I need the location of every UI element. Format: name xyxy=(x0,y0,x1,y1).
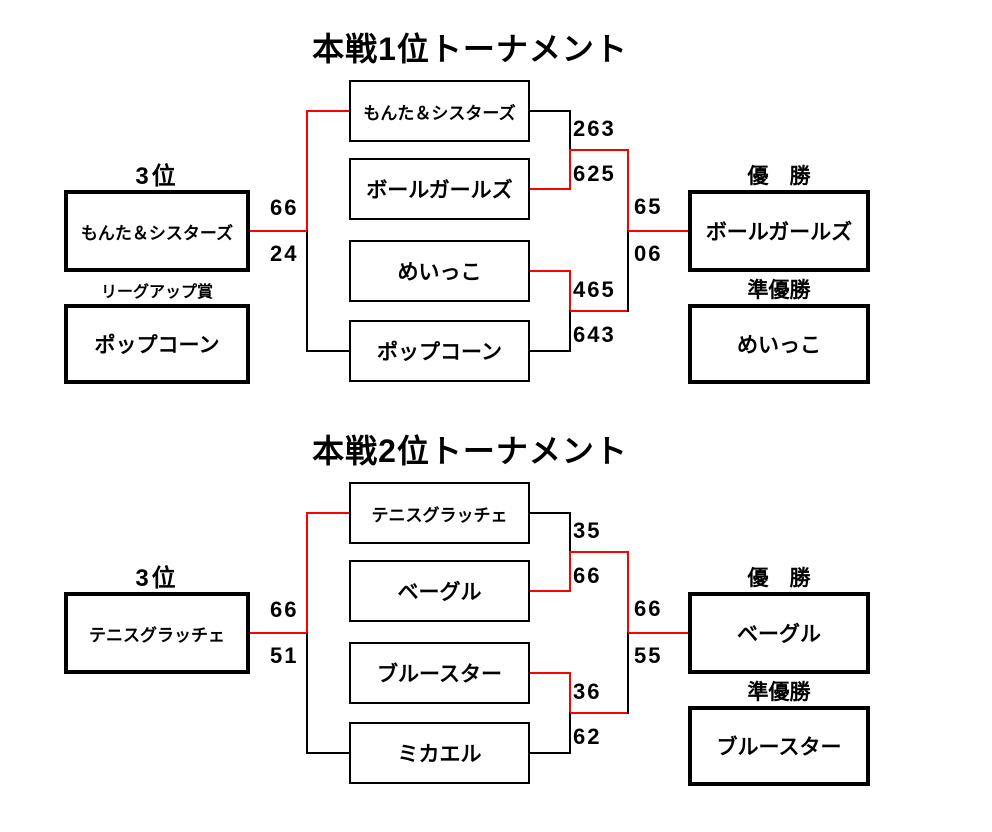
semifinal1-bottom-vertical xyxy=(569,551,571,592)
semifinal2-top-line xyxy=(530,270,570,272)
semifinal1-winner-line xyxy=(570,551,628,553)
third-place-line-bottom xyxy=(307,752,349,754)
third-place-line-vertical-winner xyxy=(306,512,308,634)
third-place-line-vertical-winner xyxy=(306,110,308,232)
semifinal1-score-top: 35 xyxy=(573,518,602,543)
entrant-box-1: もんた＆シスターズ xyxy=(349,80,530,142)
semifinal1-score-bottom: 66 xyxy=(573,563,602,588)
final-winner-line xyxy=(628,230,688,232)
semifinal1-top-vertical xyxy=(569,512,571,553)
semifinal2-winner-line xyxy=(570,310,628,312)
semifinal2-bottom-line xyxy=(530,350,570,352)
third-place-line-bottom xyxy=(307,350,349,352)
third-place-heading: 3位 xyxy=(135,163,179,190)
semifinal2-bottom-vertical xyxy=(569,310,571,352)
semifinal1-top-line xyxy=(530,110,570,112)
third-place-winner-line xyxy=(250,632,307,634)
final-score-top: 66 xyxy=(634,596,663,621)
third-place-line-top xyxy=(307,512,349,514)
league-up-label: リーグアップ賞 xyxy=(100,284,213,301)
third-place-heading: 3位 xyxy=(135,565,179,592)
semifinal2-score-bottom: 643 xyxy=(573,322,616,347)
semifinal2-bottom-vertical xyxy=(569,712,571,754)
champion-box: ボールガールズ xyxy=(688,190,870,272)
final-vertical-loser xyxy=(627,230,629,312)
tournament-2-title: 本戦2位トーナメント xyxy=(312,433,628,469)
third-place-line-top xyxy=(307,110,349,112)
league-up-box: ポップコーン xyxy=(64,304,250,384)
entrant-box-2: ボールガールズ xyxy=(349,158,530,220)
semifinal1-winner-line xyxy=(570,149,628,151)
semifinal2-bottom-line xyxy=(530,752,570,754)
final-vertical-loser xyxy=(627,632,629,714)
final-score-bottom: 55 xyxy=(634,643,663,668)
entrant-box-1: テニスグラッチェ xyxy=(349,482,530,544)
third-place-box: もんた＆シスターズ xyxy=(64,190,250,272)
final-score-top: 65 xyxy=(634,194,663,219)
champion-heading: 優 勝 xyxy=(747,567,811,590)
tournament-2: 本戦2位トーナメント テニスグラッチェ ベーグル ブルースター ミカエル 35 … xyxy=(0,402,992,822)
third-place-score-top: 66 xyxy=(270,195,299,220)
semifinal1-score-bottom: 625 xyxy=(573,161,616,186)
runner-up-box: めいっこ xyxy=(688,304,870,384)
semifinal1-bottom-line xyxy=(530,188,570,190)
third-place-score-top: 66 xyxy=(270,597,299,622)
final-score-bottom: 06 xyxy=(634,241,663,266)
runner-up-box: ブルースター xyxy=(688,706,870,786)
entrant-box-2: ベーグル xyxy=(349,560,530,622)
third-place-score-bottom: 51 xyxy=(270,643,299,668)
third-place-line-vertical-loser xyxy=(306,230,308,352)
semifinal2-top-vertical xyxy=(569,672,571,714)
entrant-box-3: めいっこ xyxy=(349,240,530,302)
third-place-winner-line xyxy=(250,230,307,232)
semifinal2-score-top: 36 xyxy=(573,679,602,704)
entrant-box-4: ポップコーン xyxy=(349,320,530,382)
tournament-1: 本戦1位トーナメント もんた＆シスターズ ボールガールズ めいっこ ポップコーン… xyxy=(64,31,870,384)
final-vertical-winner xyxy=(627,149,629,232)
semifinal2-top-line xyxy=(530,672,570,674)
semifinal1-top-line xyxy=(530,512,570,514)
final-vertical-winner xyxy=(627,551,629,634)
semifinal1-bottom-vertical xyxy=(569,149,571,190)
semifinal1-score-top: 263 xyxy=(573,116,616,141)
semifinal2-score-top: 465 xyxy=(573,277,616,302)
entrant-box-3: ブルースター xyxy=(349,642,530,704)
runner-up-heading: 準優勝 xyxy=(747,279,811,302)
third-place-score-bottom: 24 xyxy=(270,241,299,266)
semifinal2-top-vertical xyxy=(569,270,571,312)
entrant-box-4: ミカエル xyxy=(349,722,530,784)
semifinal2-winner-line xyxy=(570,712,628,714)
semifinal1-top-vertical xyxy=(569,110,571,151)
semifinal1-bottom-line xyxy=(530,590,570,592)
third-place-box: テニスグラッチェ xyxy=(64,592,250,674)
final-winner-line xyxy=(628,632,688,634)
semifinal2-score-bottom: 62 xyxy=(573,724,602,749)
champion-heading: 優 勝 xyxy=(747,165,811,188)
tournament-1-title: 本戦1位トーナメント xyxy=(312,31,628,67)
champion-box: ベーグル xyxy=(688,592,870,674)
third-place-line-vertical-loser xyxy=(306,632,308,754)
runner-up-heading: 準優勝 xyxy=(747,681,811,704)
